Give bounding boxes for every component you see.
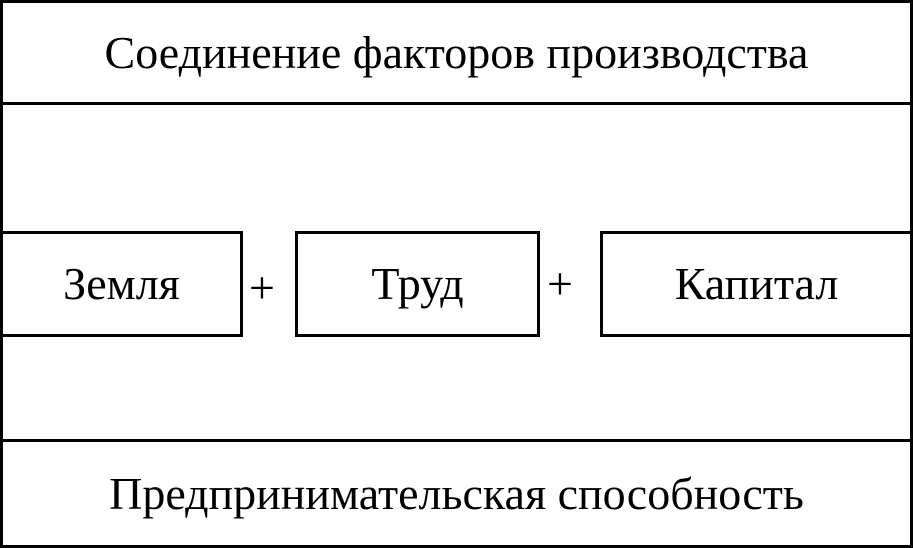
factor-capital-label: Капитал <box>674 258 839 309</box>
plus-sign: + <box>249 262 275 313</box>
top-label: Соединение факторов производства <box>104 26 809 78</box>
top-box: Соединение факторов производства <box>0 0 913 105</box>
factor-land-label: Земля <box>63 258 180 309</box>
factor-labor-label: Труд <box>371 258 464 309</box>
plus-sign: + <box>547 258 573 309</box>
bottom-label: Предпринимательская способность <box>109 467 804 519</box>
bottom-box: Предпринимательская способность <box>0 439 913 548</box>
factor-labor-box: Труд <box>295 231 540 337</box>
factor-capital-box: Капитал <box>600 231 913 337</box>
factor-land-box: Земля <box>0 231 243 337</box>
